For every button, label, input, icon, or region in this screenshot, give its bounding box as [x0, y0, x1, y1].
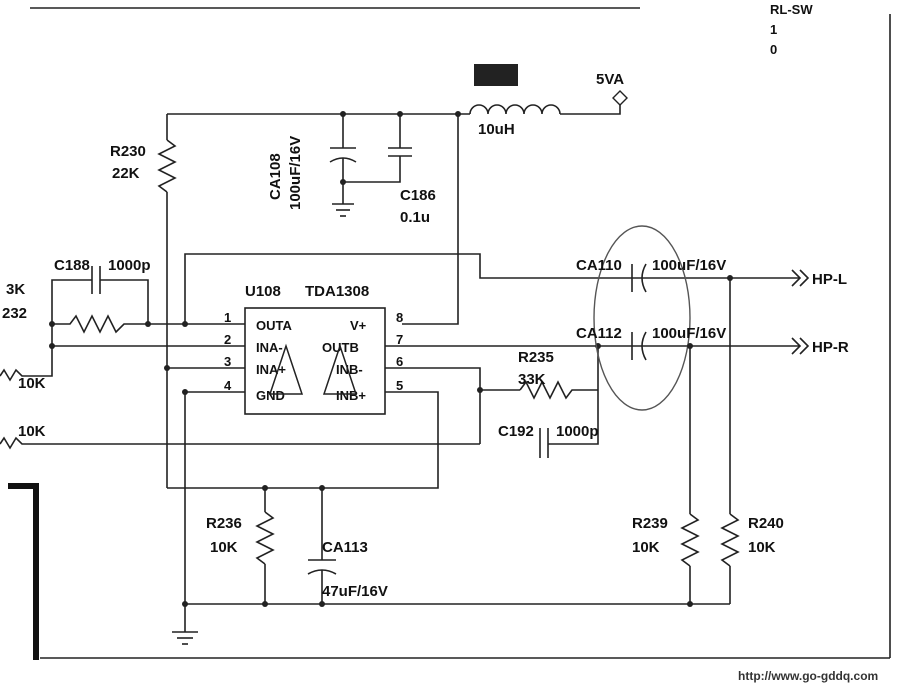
input-resistor-a [0, 346, 53, 382]
c186-ground-wire [343, 156, 401, 183]
hp-l-label: HP-L [812, 271, 847, 288]
pin-label-gnd: GND [256, 388, 285, 403]
ca110-ref: CA110 [576, 257, 622, 274]
pin-number-4: 4 [224, 378, 232, 393]
r240-ref: R240 [748, 515, 784, 532]
pin-number-8: 8 [396, 310, 403, 325]
pin-number-2: 2 [224, 332, 231, 347]
pin-number-7: 7 [396, 332, 403, 347]
r239-value: 10K [632, 539, 660, 556]
r235-ref: R235 [518, 349, 554, 366]
pin-label-inb-plus: INB+ [336, 388, 366, 403]
c186-value: 0.1u [400, 209, 430, 226]
r230-value: 22K [112, 165, 140, 182]
junction-dot [687, 601, 693, 607]
vplus-wire [402, 114, 459, 325]
junction-dot [182, 601, 188, 607]
pin-number-6: 6 [396, 354, 403, 369]
r236-value: 10K [210, 539, 238, 556]
r236-resistor [255, 511, 275, 565]
pin-label-ina-plus: INA+ [256, 362, 286, 377]
pin5-wire [167, 391, 439, 489]
r235-value: 33K [518, 371, 546, 388]
pin-label-inb-minus: INB- [336, 362, 363, 377]
junction-dot [319, 601, 325, 607]
c188-wire [51, 279, 92, 324]
hp-r-connector-icon [791, 337, 810, 355]
c188-wire [100, 279, 149, 324]
outa-to-hpl-wire [184, 253, 800, 324]
opamp-b-symbol [322, 343, 358, 395]
u108-chip [244, 307, 386, 415]
supply-label: 5VA [596, 71, 624, 88]
c186-ref: C186 [400, 187, 436, 204]
pin-label-vplus: V+ [350, 318, 367, 333]
r235-resistor [519, 380, 598, 400]
pin-number-5: 5 [396, 378, 403, 393]
c188-value: 1000p [108, 257, 151, 274]
ca112-ref: CA112 [576, 325, 622, 342]
pin-label-outa: OUTA [256, 318, 292, 333]
left-resistor-value-cut: 3K [6, 281, 25, 298]
junction-dot [182, 389, 188, 395]
u108-part-number: TDA1308 [305, 283, 369, 300]
ca113-value: 47uF/16V [322, 583, 388, 600]
r236-ref: R236 [206, 515, 242, 532]
r240-resistor [720, 513, 740, 567]
opamp-a-symbol [268, 343, 304, 395]
inductor-value: 10uH [478, 121, 515, 138]
u108-ref: U108 [245, 283, 281, 300]
highlight-ellipse [593, 225, 691, 411]
source-url: http://www.go-gddq.com [738, 669, 878, 683]
c192-wire [548, 346, 599, 445]
hp-r-label: HP-R [812, 339, 849, 356]
pin-label-ina-minus: INA- [256, 340, 283, 355]
c192-ref: C192 [498, 423, 534, 440]
inductor-ref-block [474, 64, 518, 86]
input-resistor-a-value: 10K [18, 375, 46, 392]
gnd-wire [184, 391, 245, 632]
c192-value: 1000p [556, 423, 599, 440]
left-frame-bracket [8, 483, 39, 660]
pin-number-1: 1 [224, 310, 231, 325]
input-resistor-b-value: 10K [18, 423, 46, 440]
junction-dot [164, 365, 170, 371]
hp-l-connector-icon [791, 269, 810, 287]
ca108-ref: CA108 [267, 153, 284, 200]
inductor-symbol [469, 104, 561, 115]
ca112-value: 100uF/16V [652, 325, 726, 342]
r230-ref: R230 [110, 143, 146, 160]
input-resistor-b [0, 436, 480, 450]
r239-resistor [680, 513, 700, 567]
r240-value: 10K [748, 539, 776, 556]
ca108-value: 100uF/16V [287, 136, 304, 210]
c188-ref: C188 [54, 257, 90, 274]
pin6-wire [385, 367, 481, 444]
left-resistor-ref-cut: 232 [2, 305, 27, 322]
corner-table-row2: 0 [770, 42, 777, 57]
r239-ref: R239 [632, 515, 668, 532]
pin-number-3: 3 [224, 354, 231, 369]
ca110-curved-plate [641, 263, 647, 293]
ca112-curved-plate [641, 331, 647, 361]
supply-wire [560, 104, 621, 115]
corner-table-header: RL-SW [770, 2, 813, 17]
r230-resistor [157, 139, 177, 193]
feedback-resistor [52, 314, 148, 334]
junction-dot [262, 601, 268, 607]
ca110-value: 100uF/16V [652, 257, 726, 274]
corner-table-row1: 1 [770, 22, 777, 37]
ca113-ref: CA113 [322, 539, 368, 556]
supply-terminal [612, 90, 628, 106]
